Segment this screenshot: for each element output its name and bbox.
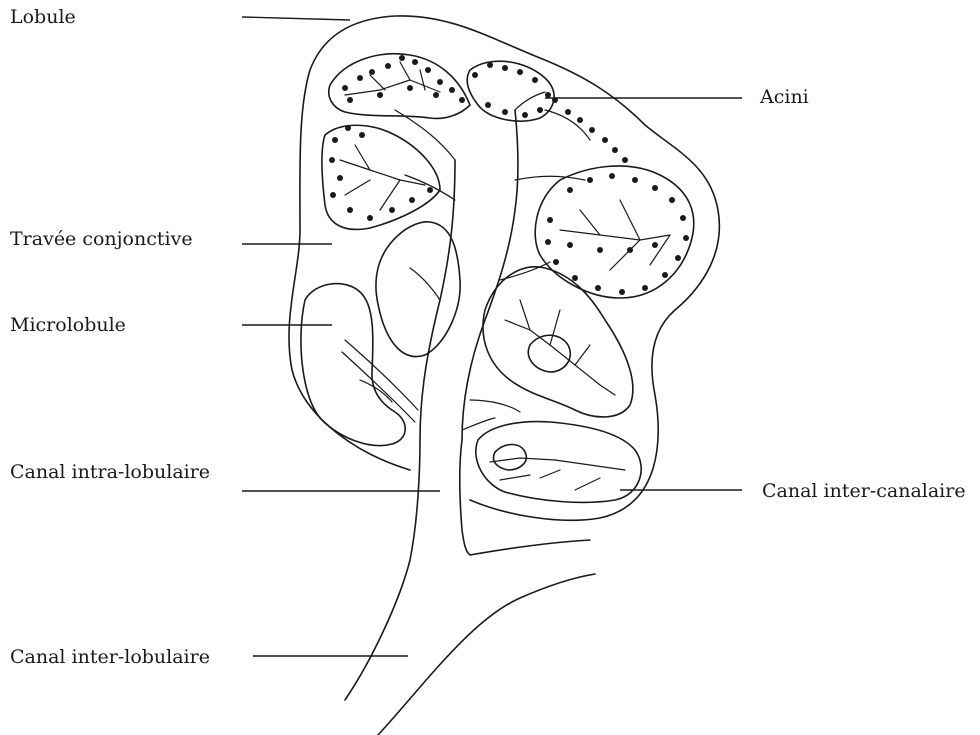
acinus-dot bbox=[532, 77, 538, 83]
acinus-dot bbox=[433, 92, 439, 98]
acinus-dot bbox=[627, 247, 633, 253]
acinus-dot bbox=[567, 187, 573, 193]
label-microlobule: Microlobule bbox=[10, 316, 126, 335]
acinus-dot bbox=[502, 65, 508, 71]
acinus-dot bbox=[589, 127, 595, 133]
acinus-dot bbox=[377, 92, 383, 98]
leader-lines bbox=[242, 17, 742, 656]
acini-cluster-upper-left bbox=[329, 54, 470, 119]
acinus-dot bbox=[609, 173, 615, 179]
acinus-dot bbox=[552, 97, 558, 103]
acinus-dot bbox=[407, 85, 413, 91]
acinus-dot bbox=[502, 109, 508, 115]
acinus-dot bbox=[332, 137, 338, 143]
microlobule-middle-right bbox=[483, 267, 633, 417]
acinus-dot bbox=[595, 285, 601, 291]
acinus-dot bbox=[449, 87, 455, 93]
label-lobule: Lobule bbox=[10, 8, 76, 27]
acinus-dot bbox=[553, 259, 559, 265]
acinus-dot bbox=[577, 117, 583, 123]
acinus-dot bbox=[517, 69, 523, 75]
label-canal-intra-lobulaire: Canal intra-lobulaire bbox=[10, 463, 210, 482]
label-acini: Acini bbox=[760, 88, 809, 107]
acinus-dot bbox=[459, 97, 465, 103]
acinus-dot bbox=[669, 197, 675, 203]
acinus-dot bbox=[369, 69, 375, 75]
acinus-dot bbox=[522, 112, 528, 118]
acinus-dot bbox=[357, 75, 363, 81]
microlobule-left bbox=[301, 284, 418, 446]
acinus-dot bbox=[385, 63, 391, 69]
acinus-dot bbox=[342, 85, 348, 91]
acinus-dot bbox=[472, 72, 478, 78]
acinus-dot bbox=[567, 242, 573, 248]
microlobule-lower-right bbox=[476, 422, 641, 503]
leader-lobule bbox=[242, 17, 350, 20]
acinus-dot bbox=[602, 137, 608, 143]
acinus-dot bbox=[330, 192, 336, 198]
acinus-dot bbox=[545, 239, 551, 245]
acinus-dot bbox=[337, 175, 343, 181]
acinus-dot bbox=[547, 217, 553, 223]
acinus-dot bbox=[399, 55, 405, 61]
acinus-dot bbox=[537, 107, 543, 113]
acinus-dot bbox=[680, 215, 686, 221]
acinus-dot bbox=[572, 275, 578, 281]
acinus-dot bbox=[612, 147, 618, 153]
acinus-dot bbox=[409, 197, 415, 203]
acinus-dot bbox=[652, 185, 658, 191]
acinus-dot bbox=[683, 235, 689, 241]
label-canal-inter-lobulaire: Canal inter-lobulaire bbox=[10, 648, 210, 667]
acinus-dot bbox=[412, 59, 418, 65]
acinus-dot bbox=[565, 109, 571, 115]
acinus-dot bbox=[485, 102, 491, 108]
acinus-dot bbox=[367, 215, 373, 221]
acinus-dot bbox=[545, 92, 551, 98]
acini-dots bbox=[329, 55, 689, 295]
acinus-dot bbox=[427, 187, 433, 193]
acinus-dot bbox=[622, 157, 628, 163]
acinus-dot bbox=[619, 289, 625, 295]
label-canal-inter-canalaire: Canal inter-canalaire bbox=[762, 482, 966, 501]
acinus-dot bbox=[662, 272, 668, 278]
acinus-dot bbox=[347, 97, 353, 103]
acinus-dot bbox=[587, 177, 593, 183]
acinus-dot bbox=[675, 255, 681, 261]
acinus-dot bbox=[652, 242, 658, 248]
acinus-dot bbox=[437, 79, 443, 85]
acini-cluster-upper-right bbox=[467, 61, 590, 140]
lobule-outline bbox=[289, 16, 719, 520]
acinus-dot bbox=[425, 67, 431, 73]
acinus-dot bbox=[632, 177, 638, 183]
acinus-dot bbox=[345, 125, 351, 131]
label-travee-conjonctive: Travée conjonctive bbox=[10, 230, 193, 249]
acinus-dot bbox=[329, 157, 335, 163]
acinus-dot bbox=[389, 207, 395, 213]
acinus-dot bbox=[642, 285, 648, 291]
microlobule-center bbox=[376, 222, 460, 357]
acinus-dot bbox=[597, 247, 603, 253]
acinus-dot bbox=[487, 62, 493, 68]
acinus-dot bbox=[347, 207, 353, 213]
acini-cluster-right bbox=[535, 166, 694, 298]
acinus-dot bbox=[359, 132, 365, 138]
